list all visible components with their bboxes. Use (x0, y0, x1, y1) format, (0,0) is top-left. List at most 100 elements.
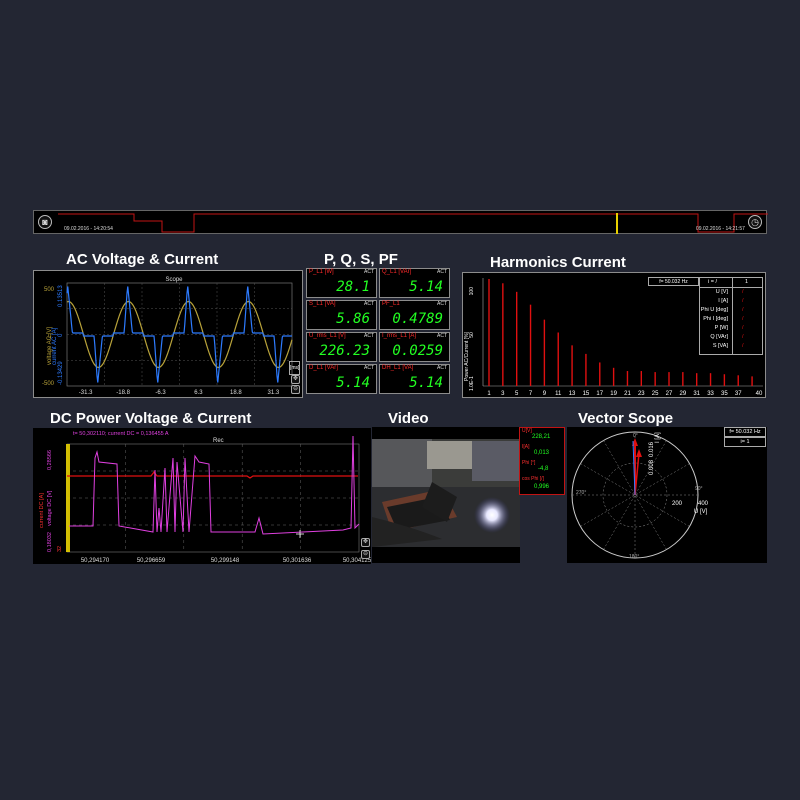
ac-x-tick: 31.3 (268, 390, 280, 396)
h-table-row-value: / (742, 289, 744, 295)
meter-value: 0.0259 (392, 343, 443, 359)
timeline-trace (58, 213, 768, 234)
meter-dh: DH_L1 [VA] ACT 5.14 (379, 364, 450, 394)
meter-act: ACT (364, 269, 374, 275)
h-table-row-value: / (742, 325, 744, 331)
h-table-row-name: I [A] (718, 298, 728, 304)
ac-panel-title: AC Voltage & Current (66, 251, 219, 268)
h-freq-label: f= 50.032 Hz (648, 277, 699, 286)
h-ylabel: Power AC/Current [%] (464, 331, 470, 381)
readout-phi-label: Phi [°] (522, 460, 536, 466)
current-vector (634, 452, 640, 496)
scope-label: Scope (165, 277, 183, 283)
h-table-row-name: P [W] (714, 325, 728, 331)
vs-index: i= 1 (724, 437, 766, 447)
pq-panel-title: P, Q, S, PF (324, 251, 398, 268)
h-table-row-name: Phi U [deg] (700, 307, 728, 313)
h-table-row-name: Q [VAr] (710, 334, 728, 340)
ring-400: 400 (698, 501, 709, 507)
meter-value: 5.14 (409, 375, 443, 391)
h-x-tick: 7 (529, 391, 533, 397)
h-x-tick: 33 (707, 391, 714, 397)
video-panel[interactable] (372, 427, 520, 563)
meter-act: ACT (437, 301, 447, 307)
h-x-tick: 13 (569, 391, 576, 397)
harmonics-panel-title: Harmonics Current (490, 254, 626, 271)
meter-value: 0.4789 (392, 311, 443, 327)
readout-cosphi-value: 0,996 (534, 484, 550, 490)
dc-chart: t= 50,302110; current DC = 0,136455 A Re… (39, 431, 371, 564)
readout-i-value: 0,013 (534, 450, 550, 456)
vector-panel: 0° 90° 180° 270° 200 400 U [V] 0.016 0.0… (567, 427, 767, 563)
ac-scope-panel: Scope 500 0 -500 voltage AC [V] 0.13513 … (33, 270, 303, 398)
meter-s: S_L1 [VA] ACT 5.86 (306, 300, 377, 330)
h-x-tick: 15 (583, 391, 590, 397)
dc-panel-title: DC Power Voltage & Current (50, 410, 252, 427)
meter-value: 5.86 (336, 311, 370, 327)
h-table-row-value: / (742, 307, 744, 313)
meter-pf: PF_L1 ACT 0.4789 (379, 300, 450, 330)
h-table-header-index: i = / (708, 279, 718, 285)
meter-label: U_rms_L1 [V] (309, 333, 346, 339)
i-axis-label: current AC [A] (52, 327, 58, 365)
camera-icon[interactable]: ◙ (38, 215, 52, 229)
timeline-start: 09.02.2016 - 14:20:54 (64, 226, 113, 232)
h-x-tick: 23 (638, 391, 645, 397)
h-x-tick: 40 (756, 391, 763, 397)
timeline-bar[interactable]: ◙ 09.02.2016 - 14:20:54 09.02.2016 - 14:… (33, 210, 768, 234)
meter-label: DH_L1 [VA] (382, 365, 414, 371)
h-table-row-value: / (742, 316, 744, 322)
zoom-icon[interactable]: ⊖ (291, 385, 300, 394)
ac-x-tick: -31.3 (79, 390, 93, 396)
ac-x-tick: -6.3 (155, 390, 166, 396)
dc-zoom-icon[interactable]: ⊖ (361, 550, 370, 559)
dc-red-trace (67, 471, 358, 479)
dc-move-icon[interactable]: ✥ (361, 538, 370, 547)
h-x-tick: 37 (735, 391, 742, 397)
meter-value: 226.23 (319, 343, 370, 359)
meter-value: 5.14 (336, 375, 370, 391)
video-readouts: U[V] 228,21 I[A] 0,013 Phi [°] -4,8 cos … (519, 427, 565, 495)
i-tick-bottom: -0.13429 (58, 361, 64, 385)
h-x-tick: 27 (666, 391, 673, 397)
dc-x-tick: 50,299148 (211, 558, 240, 564)
dc-x-tick: 50,294170 (81, 558, 110, 564)
current-trace (66, 286, 292, 383)
v-axis-label: voltage AC [V] (47, 327, 53, 365)
readout-u-value: 228,21 (532, 434, 551, 440)
h-x-tick: 19 (610, 391, 617, 397)
vector-panel-title: Vector Scope (578, 410, 674, 427)
h-x-tick: 9 (543, 391, 547, 397)
meter-d: D_L1 [VAr] ACT 5.14 (306, 364, 377, 394)
u-axis-label: U [V] (694, 509, 708, 515)
move-icon[interactable]: ✥ (291, 375, 300, 384)
h-x-tick: 17 (596, 391, 603, 397)
clock-icon[interactable]: ◷ (748, 215, 762, 229)
meter-urms: U_rms_L1 [V] ACT 226.23 (306, 332, 377, 362)
h-x-tick: 1 (487, 391, 491, 397)
meter-label: I_rms_L1 [A] (382, 333, 417, 339)
harmonics-table: i = / 1 U [V]/I [A]/Phi U [deg]/Phi I [d… (699, 277, 763, 355)
vs-freq: f= 50.032 Hz (724, 427, 766, 437)
i-tick-008: 0.008 (649, 459, 655, 475)
dc-x-tick: 50,304125 (343, 558, 371, 564)
h-ytick-top: 100 (469, 287, 475, 296)
video-panel-title: Video (388, 410, 429, 427)
meter-act: ACT (437, 269, 447, 275)
meter-label: S_L1 [VA] (309, 301, 336, 307)
readout-phi-value: -4,8 (538, 466, 549, 472)
dc-y-bottom-tick: 0,18032 (47, 532, 53, 552)
reference-vector (632, 440, 636, 496)
ring-200: 200 (672, 501, 683, 507)
timeline-end: 09.02.2016 - 14:21:57 (696, 226, 745, 232)
h-x-tick: 3 (501, 391, 505, 397)
meter-p: P_L1 [W] ACT 28.1 (306, 268, 377, 298)
angle-270: 270° (576, 490, 586, 496)
dc-x-tick: 50,301636 (283, 558, 312, 564)
meter-q: Q_L1 [VAr] ACT 5.14 (379, 268, 450, 298)
h-table-row-value: / (742, 334, 744, 340)
crosshair-icon (296, 530, 304, 538)
meter-irms: I_rms_L1 [A] ACT 0.0259 (379, 332, 450, 362)
